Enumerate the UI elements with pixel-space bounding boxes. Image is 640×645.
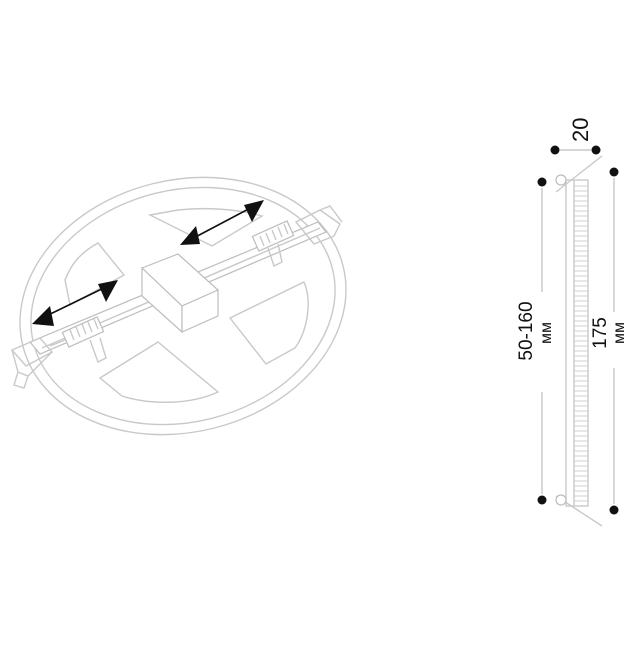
diffuser-segment-left: [64, 242, 126, 307]
dimension-depth: 20: [550, 118, 601, 155]
diffuser-segment-top: [147, 207, 264, 247]
dimension-diameter: 175 мм: [590, 167, 628, 515]
diameter-value: 175: [590, 317, 611, 349]
driver-box: [140, 253, 220, 334]
dimension-cutout: 50-160 мм: [516, 177, 555, 505]
spring-clip-right: [294, 205, 343, 245]
panel-body: [565, 179, 589, 507]
panel-perspective-view: [10, 176, 347, 436]
diffuser-segment-bottom: [98, 341, 220, 404]
panel-fins: [574, 185, 588, 502]
cutout-unit: мм: [538, 322, 555, 344]
depth-value: 20: [568, 118, 593, 142]
diameter-unit: мм: [611, 322, 628, 344]
spring-right: [251, 220, 295, 267]
diffuser-segment-right: [228, 281, 309, 365]
panel-side-view: 20 50-160 мм 175 мм: [516, 118, 628, 527]
spring-clip-left: [10, 337, 71, 389]
spring-left: [61, 316, 107, 363]
cutout-value: 50-160: [516, 301, 537, 360]
